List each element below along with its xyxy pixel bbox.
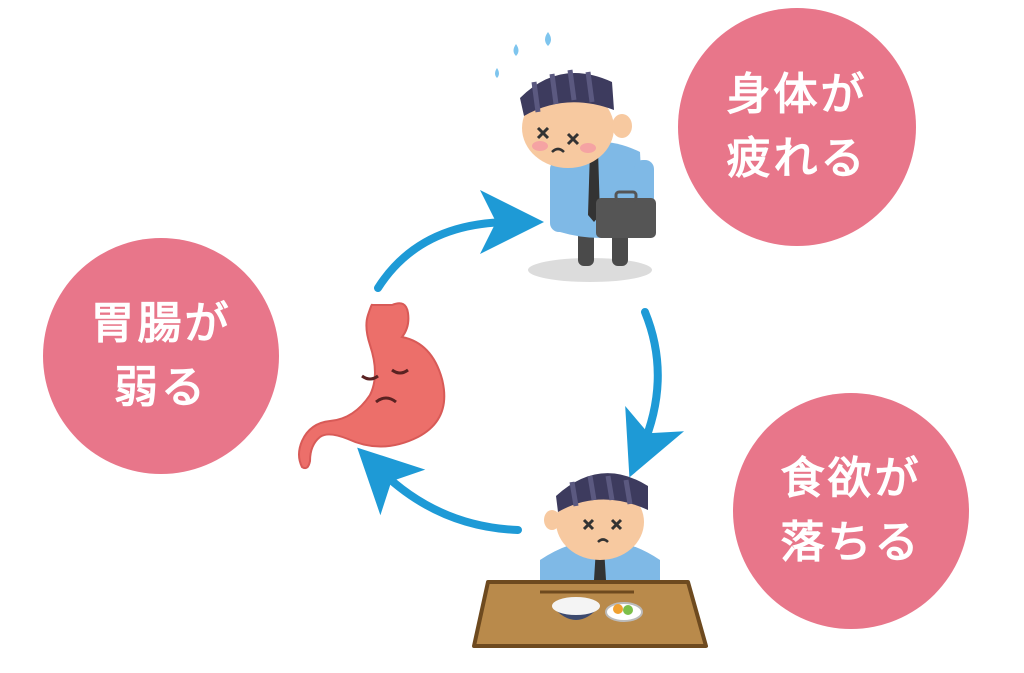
- sad-stomach-icon: [298, 302, 446, 470]
- man-at-meal-table-icon: [472, 473, 708, 648]
- cycle-arrow-up-right: [374, 190, 544, 292]
- step-label-tired: 身体が 疲れる: [726, 69, 868, 184]
- step-label-appetite: 食欲が 落ちる: [780, 453, 922, 568]
- step-bubble-tired: 身体が 疲れる: [678, 8, 916, 246]
- cycle-arrow-down: [625, 308, 685, 478]
- tired-man-with-bag-icon: [495, 32, 656, 282]
- cycle-arrow-left: [357, 447, 522, 534]
- step-bubble-appetite: 食欲が 落ちる: [733, 393, 969, 629]
- step-label-stomach: 胃腸が 弱る: [90, 298, 232, 413]
- step-bubble-stomach: 胃腸が 弱る: [43, 238, 279, 474]
